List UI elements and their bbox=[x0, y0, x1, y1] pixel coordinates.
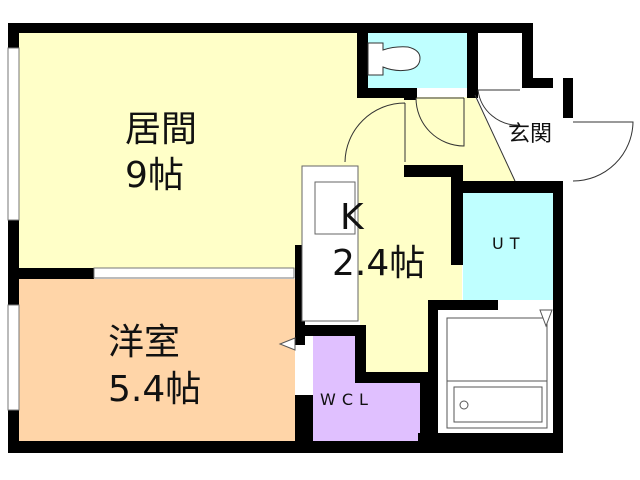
sink-icon bbox=[314, 181, 356, 235]
living-room-size: 9帖 bbox=[125, 155, 184, 196]
western-door-marker bbox=[278, 337, 296, 351]
walls bbox=[8, 23, 573, 453]
hallway-fill bbox=[410, 97, 515, 181]
western-room-name: 洋室 bbox=[108, 322, 181, 363]
bathtub-inner bbox=[453, 386, 543, 423]
drain-icon bbox=[459, 400, 469, 410]
living-room-name: 居間 bbox=[125, 109, 198, 150]
western-room-fill bbox=[19, 279, 295, 442]
closet-fill bbox=[313, 336, 420, 441]
kitchen-name: K bbox=[340, 197, 364, 238]
entrance-label: 玄関 bbox=[508, 122, 553, 147]
door-swings bbox=[344, 89, 634, 182]
utility-fill bbox=[463, 193, 563, 300]
toilet-icon bbox=[367, 42, 421, 76]
utility-label: UT bbox=[492, 234, 526, 253]
bathtub-outer bbox=[446, 317, 548, 429]
western-room-size: 5.4帖 bbox=[108, 369, 202, 410]
bath-fill bbox=[438, 310, 556, 433]
closet-label: WCL bbox=[320, 390, 374, 409]
kitchen-size: 2.4帖 bbox=[332, 243, 426, 284]
bath-door-marker bbox=[539, 309, 553, 328]
kitchen-counter bbox=[301, 165, 359, 322]
windows bbox=[7, 47, 295, 411]
